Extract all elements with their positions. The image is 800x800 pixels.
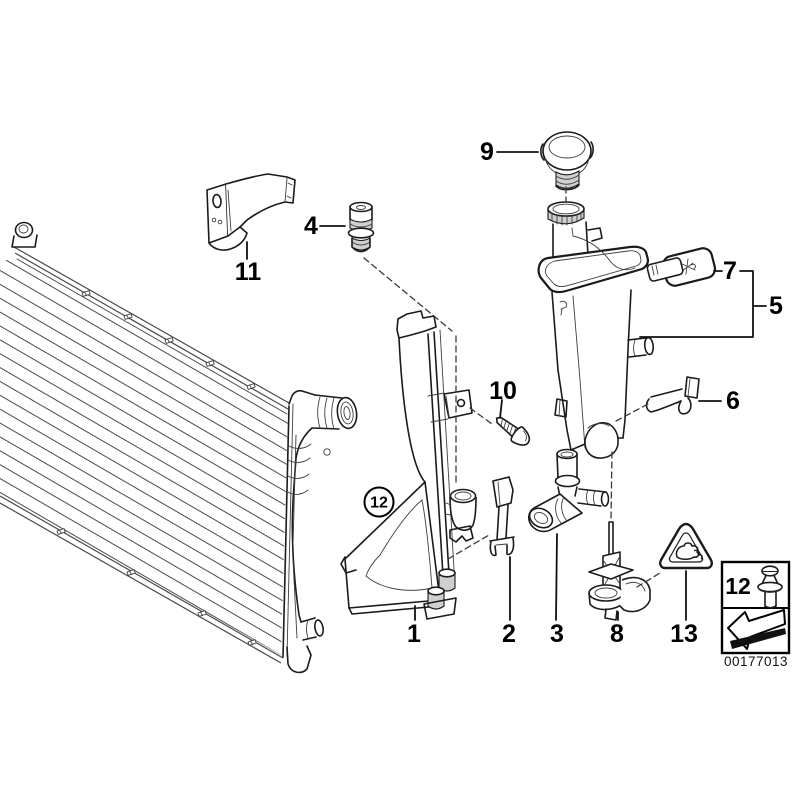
holder-bracket-1: 12 xyxy=(340,310,477,620)
spring-clip-6 xyxy=(645,376,700,415)
callout-leaders xyxy=(246,151,767,621)
callout-1: 1 xyxy=(407,620,421,648)
radiator-top-rail xyxy=(13,246,290,415)
callout-2: 2 xyxy=(502,620,516,648)
image-number: 00177013 xyxy=(724,654,788,669)
legend-ref-label: 12 xyxy=(725,573,751,599)
filler-cap-9 xyxy=(540,131,594,191)
warning-triangle-icon-13 xyxy=(659,522,713,570)
radiator-side-tank xyxy=(282,389,358,674)
retaining-clip-2 xyxy=(489,476,515,557)
tag-glyph-icon xyxy=(679,258,696,275)
t-fitting-3 xyxy=(528,448,610,533)
assembly-dashed-lines xyxy=(363,186,661,588)
callout-10: 10 xyxy=(489,377,517,405)
callout-7: 7 xyxy=(723,257,737,285)
radiator-core-fins xyxy=(0,258,288,655)
radiator-bottom-rail xyxy=(0,495,284,664)
radiator-corner-boss xyxy=(11,221,38,248)
callout-11: 11 xyxy=(235,258,262,286)
circled-callout-12: 12 xyxy=(363,486,395,518)
level-sensor-8 xyxy=(588,521,651,621)
rubber-mount-4 xyxy=(347,201,375,253)
radiator xyxy=(0,221,358,674)
callout-4: 4 xyxy=(304,212,318,240)
callout-13: 13 xyxy=(670,620,698,648)
callout-3: 3 xyxy=(550,620,564,648)
callout-8: 8 xyxy=(610,620,624,648)
legend-box: 12 xyxy=(720,560,791,655)
circled-callout-12-label: 12 xyxy=(370,495,388,512)
screw-10 xyxy=(495,416,531,446)
callout-5: 5 xyxy=(769,292,783,320)
info-tag-7 xyxy=(646,247,717,287)
callout-9: 9 xyxy=(480,138,494,166)
mounting-bracket-11 xyxy=(206,173,296,251)
expanding-rivet-icon xyxy=(757,565,783,609)
pinch-hazard-icon xyxy=(675,542,703,560)
callout-labels: 1 2 3 4 5 6 7 8 9 10 11 13 xyxy=(235,138,783,648)
installation-direction-arrow-icon xyxy=(727,609,786,650)
callout-6: 6 xyxy=(726,387,740,415)
expansion-tank-5 xyxy=(537,201,655,459)
